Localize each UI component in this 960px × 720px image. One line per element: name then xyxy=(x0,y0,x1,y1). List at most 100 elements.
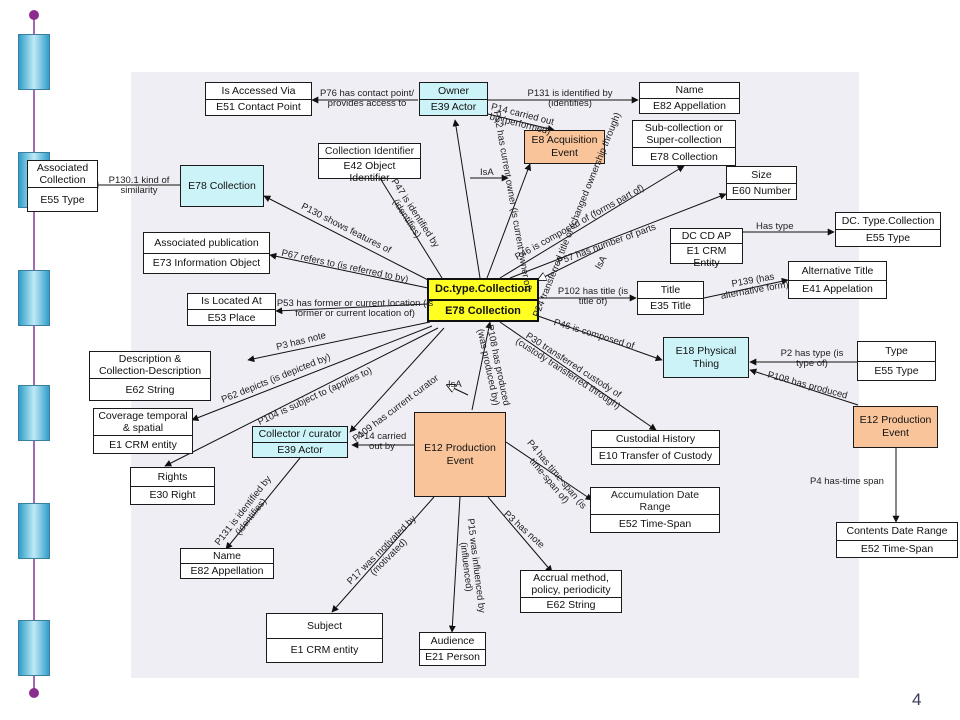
physical-thing-node: E18 Physical Thing xyxy=(663,337,749,378)
accum-date-title: Accumulation Date Range xyxy=(610,489,700,514)
located-title: Is Located At xyxy=(201,295,262,308)
description-node: Description & Collection-Description E62… xyxy=(89,351,211,401)
located-class: E53 Place xyxy=(188,309,275,325)
dc-cd-ap-node: DC CD AP E1 CRM Entity xyxy=(670,228,743,269)
custodial-title: Custodial History xyxy=(615,432,696,445)
assoc-pub-title: Associated publication xyxy=(154,236,259,249)
alt-title-node: Alternative Title E41 Appelation xyxy=(788,261,887,299)
title-title: Title xyxy=(660,283,681,296)
contents-date-class: E52 Time-Span xyxy=(837,539,957,558)
rail-block xyxy=(18,620,50,676)
size-node: Size E60 Number xyxy=(726,166,797,200)
coverage-title: Coverage temporal & spatial xyxy=(98,410,188,435)
rail-dot-top xyxy=(29,10,39,20)
rail-block xyxy=(18,34,50,90)
edge-label-p131-top: P131 is identified by (identifies) xyxy=(527,88,613,110)
central-node: Dc.type.Collection E78 Collection xyxy=(427,278,539,322)
coverage-node: Coverage temporal & spatial E1 CRM entit… xyxy=(93,408,193,454)
located-node: Is Located At E53 Place xyxy=(187,293,276,326)
name-bottom-class: E82 Appellation xyxy=(181,563,273,578)
edge-label-p2: P2 has type (is type of) xyxy=(780,348,844,370)
edge-label-p76: P76 has contact point/ provides access t… xyxy=(319,88,414,110)
coll-identifier-node: Collection Identifier E42 Object Identif… xyxy=(318,143,421,184)
accum-date-node: Accumulation Date Range E52 Time-Span xyxy=(590,487,720,533)
dc-cd-ap-class: E1 CRM Entity xyxy=(671,243,742,270)
assoc-pub-class: E73 Information Object xyxy=(144,252,269,274)
e78-collection-node: E78 Collection xyxy=(180,165,264,207)
coll-identifier-class: E42 Object Identifier xyxy=(319,158,420,185)
subcollection-class: E78 Collection xyxy=(633,147,735,165)
custodial-class: E10 Transfer of Custody xyxy=(592,447,719,464)
name-bottom-node: Name E82 Appellation xyxy=(180,548,274,579)
accum-date-class: E52 Time-Span xyxy=(591,514,719,532)
name-bottom-title: Name xyxy=(212,550,241,562)
contents-date-title: Contents Date Range xyxy=(846,525,948,538)
name-top-node: Name E82 Appellation xyxy=(639,82,740,114)
accessed-title: Is Accessed Via xyxy=(221,84,296,97)
rail-block xyxy=(18,385,50,441)
prod-event-right-node: E12 Production Event xyxy=(853,406,938,448)
curator-title: Collector / curator xyxy=(258,428,342,441)
alt-title-title: Alternative Title xyxy=(801,264,874,277)
prod-event-center-node: E12 Production Event xyxy=(414,412,506,497)
subject-node: Subject E1 CRM entity xyxy=(266,613,383,663)
rail-dot-bottom xyxy=(29,688,39,698)
page-number: 4 xyxy=(912,690,922,709)
dc-cd-ap-title: DC CD AP xyxy=(681,230,732,242)
edge-label-p4-right: P4 has-time span xyxy=(810,476,884,487)
contents-date-node: Contents Date Range E52 Time-Span xyxy=(836,522,958,558)
acquisition-node: E8 Acquisition Event xyxy=(524,130,605,164)
edge-label-p14-bottom: P14 carried out by xyxy=(357,431,407,453)
rail-block xyxy=(18,503,50,559)
accrual-class: E62 String xyxy=(521,597,621,612)
audience-node: Audience E21 Person xyxy=(419,632,486,666)
audience-class: E21 Person xyxy=(420,648,485,666)
accessed-class: E51 Contact Point xyxy=(206,98,311,116)
type-class: E55 Type xyxy=(858,360,935,381)
dc-type-title: DC. Type.Collection xyxy=(841,214,935,227)
type-node: Type E55 Type xyxy=(857,341,936,381)
rights-class: E30 Right xyxy=(131,485,214,505)
dc-type-node: DC. Type.Collection E55 Type xyxy=(835,212,941,247)
subject-title: Subject xyxy=(306,619,343,632)
owner-node: Owner E39 Actor xyxy=(419,82,488,116)
assoc-collection-title: Associated Collection xyxy=(36,162,89,187)
audience-title: Audience xyxy=(430,634,475,647)
description-title: Description & Collection-Description xyxy=(98,353,202,378)
central-node-title: Dc.type.Collection xyxy=(435,283,531,296)
title-class: E35 Title xyxy=(638,297,703,315)
subject-class: E1 CRM entity xyxy=(267,637,382,663)
size-class: E60 Number xyxy=(727,182,796,200)
edge-label-p102: P102 has title (is title of) xyxy=(557,286,629,308)
owner-class: E39 Actor xyxy=(420,98,487,116)
accrual-title: Accrual method, policy, periodicity xyxy=(531,572,611,597)
central-node-class: E78 Collection xyxy=(429,299,537,320)
custodial-node: Custodial History E10 Transfer of Custod… xyxy=(591,430,720,465)
subcollection-title: Sub-collection or Super-collection xyxy=(644,122,724,147)
edge-label-has-type: Has type xyxy=(756,221,794,232)
assoc-pub-node: Associated publication E73 Information O… xyxy=(143,232,270,274)
rights-node: Rights E30 Right xyxy=(130,467,215,505)
size-title: Size xyxy=(751,168,772,181)
rights-title: Rights xyxy=(157,470,188,483)
edge-label-p130-1: P130.1 kind of similarity xyxy=(108,175,170,197)
name-top-class: E82 Appellation xyxy=(640,97,739,114)
rail-line xyxy=(33,14,35,692)
title-node: Title E35 Title xyxy=(637,281,704,315)
coverage-class: E1 CRM entity xyxy=(94,435,192,453)
edge-label-isa-top: IsA xyxy=(480,167,494,178)
accrual-node: Accrual method, policy, periodicity E62 … xyxy=(520,570,622,613)
edge-label-isa-center: IsA xyxy=(448,379,462,390)
curator-node: Collector / curator E39 Actor xyxy=(252,426,348,458)
owner-title: Owner xyxy=(438,84,469,97)
assoc-collection-node: Associated Collection E55 Type xyxy=(27,160,98,212)
dc-type-class: E55 Type xyxy=(836,229,940,246)
curator-class: E39 Actor xyxy=(253,441,347,458)
subcollection-node: Sub-collection or Super-collection E78 C… xyxy=(632,120,736,166)
coll-identifier-title: Collection Identifier xyxy=(324,145,415,157)
description-class: E62 String xyxy=(90,378,210,400)
alt-title-class: E41 Appelation xyxy=(789,279,886,299)
name-top-title: Name xyxy=(675,84,704,97)
rail-block xyxy=(18,270,50,326)
